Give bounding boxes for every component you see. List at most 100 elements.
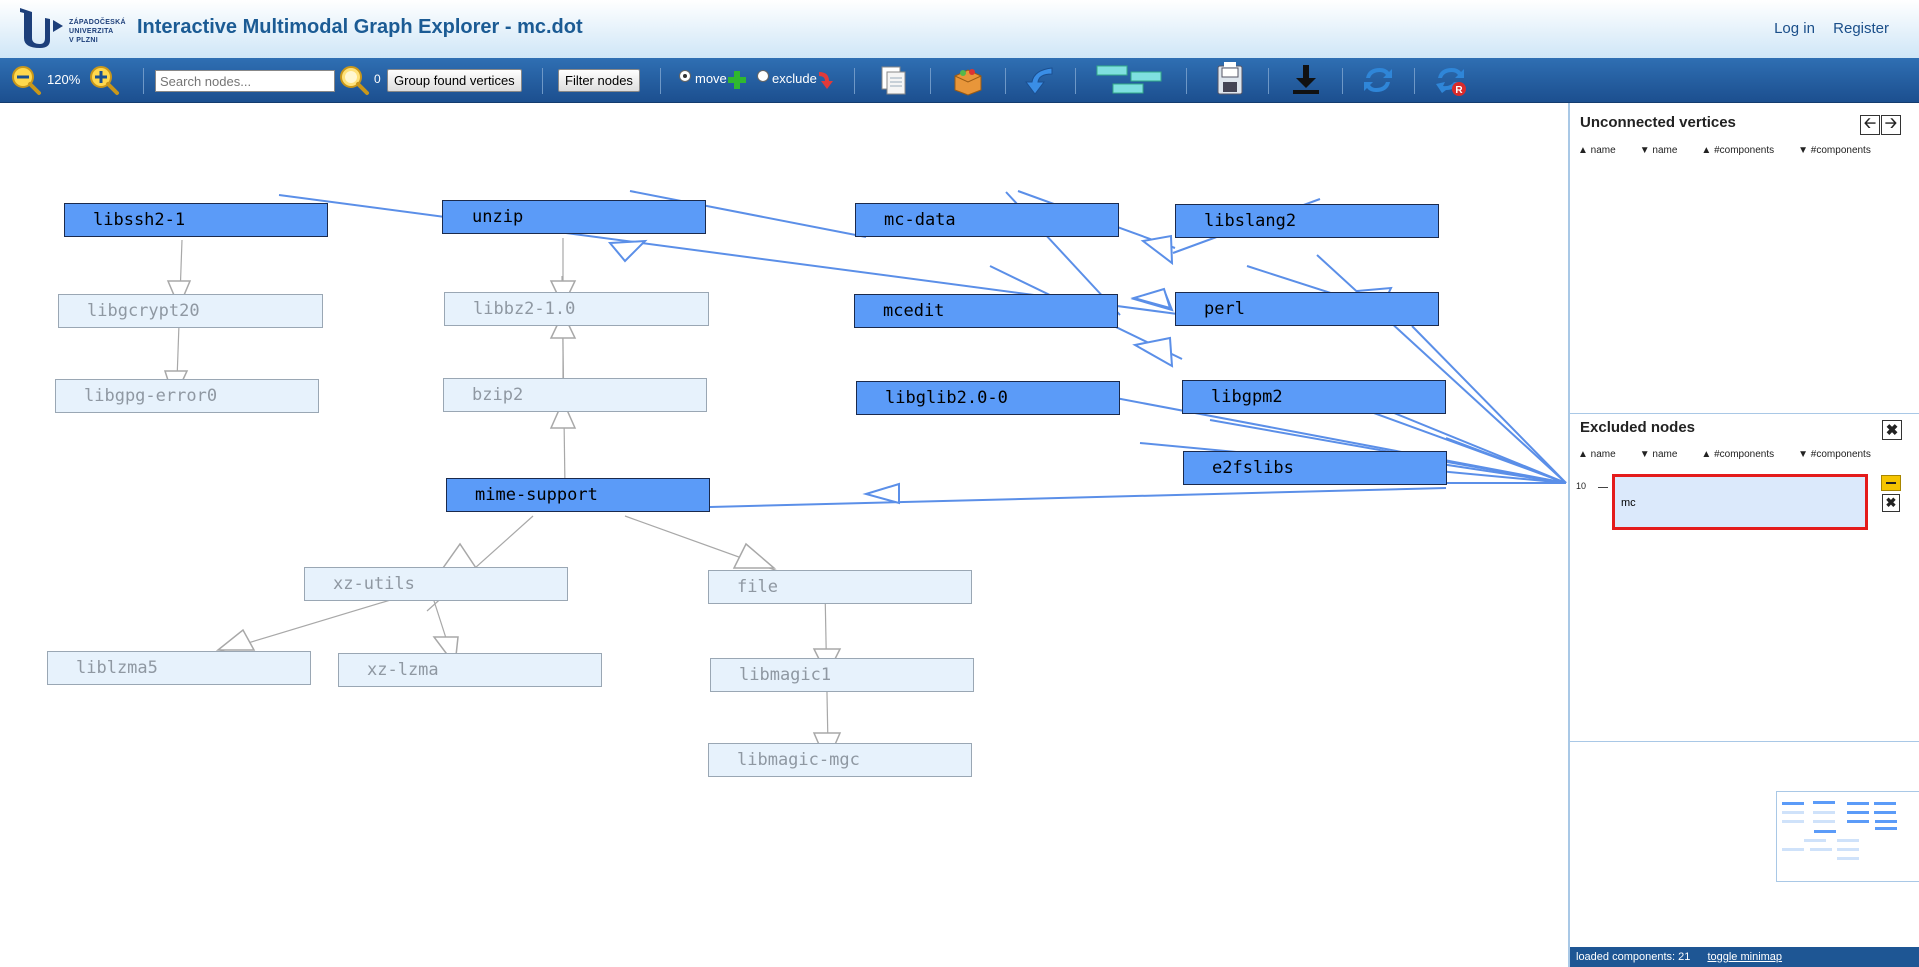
edge [709,487,1447,508]
separator [1268,68,1269,94]
arrowhead [862,482,900,505]
app-header: ZÁPADOČESKÁ UNIVERZITA V PLZNI Interacti… [0,0,1919,59]
excluded-sort: ▲ name ▼ name ▲ #components ▼ #component… [1578,449,1895,460]
toolbar: 120% 0 Group found vertices Filter nodes… [0,58,1919,103]
plus-icon[interactable] [726,69,748,91]
minimap-preview [1782,801,1897,860]
sort-components-desc[interactable]: ▼ #components [1798,145,1871,156]
sort-name-asc[interactable]: ▲ name [1578,145,1616,156]
graph-node-bzip2[interactable]: bzip2 [443,378,707,412]
arrowhead [732,542,777,569]
sort-name-asc[interactable]: ▲ name [1578,449,1616,460]
edge [1445,437,1567,484]
university-logo[interactable]: ZÁPADOČESKÁ UNIVERZITA V PLZNI [18,4,126,54]
graph-node-e2fslibs[interactable]: e2fslibs [1183,451,1447,485]
arrowhead [1140,234,1174,266]
filter-nodes-button[interactable]: Filter nodes [558,69,640,92]
download-icon[interactable] [1288,62,1324,98]
edge [629,190,867,238]
excluded-count: 10 [1576,481,1587,491]
refresh-icon[interactable] [1360,62,1396,98]
excluded-node-name: mc [1621,497,1636,509]
excluded-node-item[interactable]: mc [1612,474,1868,530]
divider [1570,741,1919,742]
save-png-icon[interactable] [1212,62,1248,98]
graph-node-libglib[interactable]: libglib2.0-0 [856,381,1120,415]
separator [1005,68,1006,94]
minus-icon[interactable] [1881,475,1901,491]
svg-text:R: R [1455,85,1463,96]
separator [542,68,543,94]
separator [1186,68,1187,94]
status-bar: loaded components: 21 toggle minimap [1570,947,1919,967]
mode-move-label: move [695,71,727,86]
graph-node-unzip[interactable]: unzip [442,200,706,234]
sort-name-desc[interactable]: ▼ name [1639,449,1678,460]
zoom-out-icon[interactable] [8,62,44,98]
graph-node-mcedit[interactable]: mcedit [854,294,1118,328]
arrowhead [607,239,648,263]
graph-node-libslang2[interactable]: libslang2 [1175,204,1439,238]
toggle-minimap-link[interactable]: toggle minimap [1707,951,1783,963]
excluded-title: Excluded nodes [1580,419,1696,436]
graph-node-mc-data[interactable]: mc-data [855,203,1119,237]
package-icon[interactable] [950,62,986,98]
found-count: 0 [374,72,381,86]
graph-node-libmagic1[interactable]: libmagic1 [710,658,974,692]
exclude-arrow-icon[interactable] [815,69,837,91]
graph-node-libssh2[interactable]: libssh2-1 [64,203,328,237]
separator [930,68,931,94]
sort-name-desc[interactable]: ▼ name [1639,145,1678,156]
separator [143,68,144,94]
arrowhead [441,542,478,569]
right-sidebar: Unconnected vertices 🡠 🡢 ▲ name ▼ name ▲… [1568,103,1919,967]
graph-node-libmagic-mgc[interactable]: libmagic-mgc [708,743,972,777]
edge [1411,325,1567,484]
unconnected-title: Unconnected vertices [1580,114,1736,131]
graph-node-perl[interactable]: perl [1175,292,1439,326]
register-link[interactable]: Register [1833,20,1889,37]
search-input[interactable] [155,70,335,92]
auth-links: Log in Register [1760,20,1889,37]
back-arrow-icon[interactable] [1022,62,1058,98]
graph-node-liblzma5[interactable]: liblzma5 [47,651,311,685]
arrowhead [215,628,256,651]
graph-node-xz-utils[interactable]: xz-utils [304,567,568,601]
page-title: Interactive Multimodal Graph Explorer - … [137,16,583,38]
mode-move-radio[interactable] [679,70,691,82]
separator [660,68,661,94]
graph-node-libgpm2[interactable]: libgpm2 [1182,380,1446,414]
mode-exclude-radio[interactable] [757,70,769,82]
graph-node-libgcrypt20[interactable]: libgcrypt20 [58,294,323,328]
graph-node-mime-support[interactable]: mime-support [446,478,710,512]
minimap[interactable] [1776,791,1919,882]
group-found-button[interactable]: Group found vertices [387,69,522,92]
close-icon[interactable]: ✖ [1882,494,1900,512]
mode-exclude-label: exclude [772,71,817,86]
arrowhead [549,399,577,429]
divider [1570,413,1919,414]
graph-node-xz-lzma[interactable]: xz-lzma [338,653,602,687]
sort-components-asc[interactable]: ▲ #components [1701,145,1775,156]
graph-node-libgpg-error0[interactable]: libgpg-error0 [55,379,319,413]
graph-canvas[interactable]: libssh2-1 unzip mc-data libslang2 libgcr… [0,103,1568,967]
layout-icon[interactable] [1095,64,1167,96]
connector-line [1598,487,1608,488]
sort-components-desc[interactable]: ▼ #components [1798,449,1871,460]
sort-components-asc[interactable]: ▲ #components [1701,449,1775,460]
graph-node-file[interactable]: file [708,570,972,604]
separator [854,68,855,94]
zoom-in-icon[interactable] [86,62,122,98]
arrow-right-icon[interactable]: 🡢 [1881,115,1901,135]
close-icon[interactable]: ✖ [1882,420,1902,440]
separator [1342,68,1343,94]
edge [1104,395,1567,484]
edge [1316,254,1567,484]
reset-icon[interactable]: R [1432,62,1468,98]
arrowhead [1132,336,1174,368]
login-link[interactable]: Log in [1774,20,1815,37]
documents-icon[interactable] [876,62,912,98]
arrow-left-icon[interactable]: 🡠 [1860,115,1880,135]
graph-node-libbz2[interactable]: libbz2-1.0 [444,292,709,326]
magnifier-icon[interactable] [336,62,372,98]
